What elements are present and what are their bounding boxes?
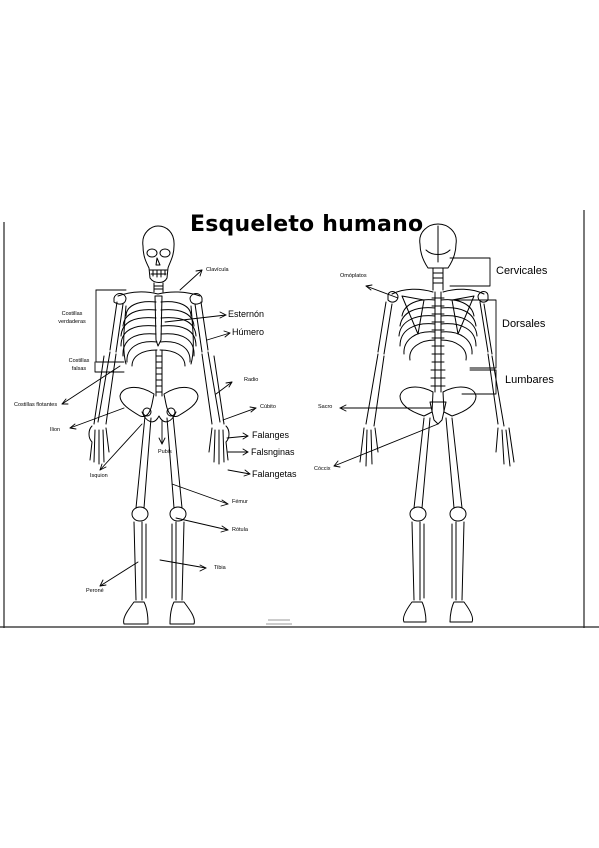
label-clavicula: Clavícula — [206, 267, 229, 273]
back-pelvis — [399, 386, 434, 417]
label-costillas-verdaderas: Costillas verdaderas — [58, 311, 86, 326]
front-sternum — [154, 295, 163, 347]
back-hand-left — [359, 427, 379, 467]
front-spine — [155, 349, 163, 397]
front-feet — [123, 601, 195, 625]
label-tibia: Tibia — [214, 565, 226, 571]
front-hand-right — [208, 425, 230, 465]
front-humerus-right — [194, 301, 209, 353]
label-lumbares: Lumbares — [505, 374, 554, 386]
label-isquion: Isquion — [90, 473, 108, 479]
label-sacro: Sacro — [318, 404, 333, 410]
front-skull — [142, 225, 175, 283]
label-costillas-falsas: Costillas falsas — [68, 358, 90, 372]
label-perone: Peroné — [86, 588, 104, 594]
back-scapula-right — [451, 295, 475, 335]
back-scapula-left — [401, 295, 425, 335]
label-rotula: Rótula — [232, 527, 248, 533]
label-pubis: Pubis — [158, 449, 172, 455]
label-omoplatos: Omóplatos — [340, 273, 367, 279]
label-femur: Fémur — [232, 499, 248, 505]
back-sacrum — [429, 401, 447, 425]
label-falangetas: Falangetas — [252, 469, 297, 479]
front-humerus-left — [109, 301, 124, 353]
diagram-title: Esqueleto humano — [190, 212, 424, 237]
front-ribs — [120, 301, 158, 367]
label-dorsales: Dorsales — [502, 318, 546, 330]
back-ribs — [398, 299, 436, 361]
front-tibia-left — [133, 521, 147, 601]
label-cubito: Cúbito — [260, 404, 276, 410]
label-ilion: Ilion — [50, 427, 61, 433]
back-skull — [419, 223, 457, 269]
front-femur-left — [135, 415, 152, 509]
back-hand-right — [495, 427, 515, 467]
front-hand-left — [88, 425, 110, 465]
front-tibia-right — [171, 521, 185, 601]
label-esternon: Esternón — [228, 309, 265, 319]
label-radio: Radio — [244, 377, 259, 383]
label-humero: Húmero — [232, 327, 265, 337]
front-clavicles — [117, 291, 201, 297]
label-coccix: Cóccix — [314, 466, 331, 472]
front-femur-right — [166, 415, 183, 509]
back-feet — [403, 601, 473, 623]
label-falanginas: Falsnginas — [251, 447, 295, 457]
label-cervicales: Cervicales — [496, 265, 548, 277]
label-falanges: Falanges — [252, 430, 290, 440]
label-costillas-flotantes: Costillas flotantes — [14, 402, 58, 408]
front-pelvis — [119, 387, 155, 417]
back-spine — [434, 291, 442, 393]
